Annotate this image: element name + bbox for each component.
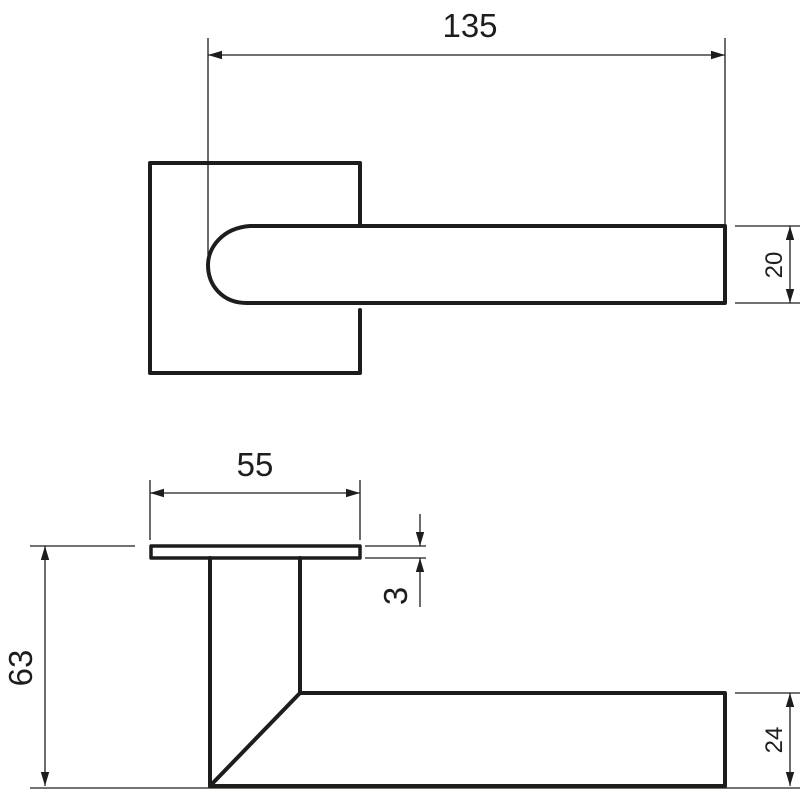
top-view: 135 20 <box>148 7 800 375</box>
lever-top-view <box>206 224 727 305</box>
dimension-label-3: 3 <box>377 587 414 605</box>
dimension-label-135: 135 <box>442 7 497 44</box>
side-view: 55 3 63 24 <box>2 446 800 789</box>
dimension-label-63: 63 <box>2 650 39 687</box>
dimension-label-24: 24 <box>761 727 788 754</box>
dimension-label-55: 55 <box>237 446 274 483</box>
rosette-square <box>148 161 362 375</box>
lever-side-view <box>208 556 727 788</box>
dimension-label-20: 20 <box>761 252 788 279</box>
rosette-plate <box>149 544 362 560</box>
